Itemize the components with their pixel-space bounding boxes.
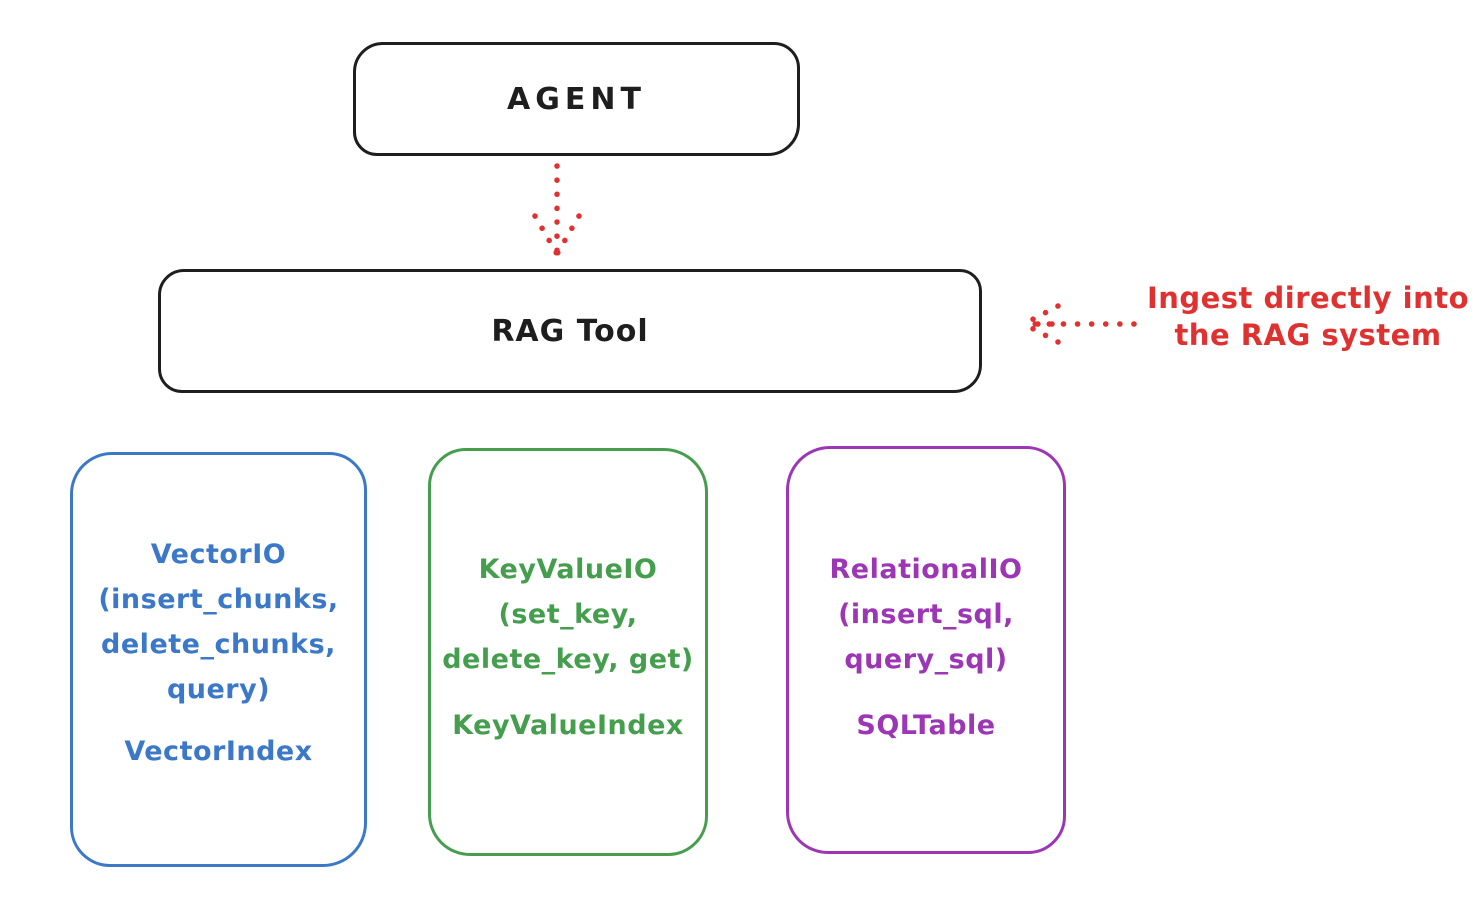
vector-io-line: VectorIO (150, 539, 287, 570)
relational-io-box: RelationalIO (insert_sql, query_sql) SQL… (786, 446, 1066, 854)
keyvalue-index-label: KeyValueIndex (452, 710, 684, 741)
keyvalue-io-description: KeyValueIO (set_key, delete_key, get) (442, 547, 694, 682)
sql-table-label: SQLTable (856, 710, 996, 741)
ingest-annotation-line1: Ingest directly into (1146, 281, 1470, 315)
relational-io-line: (insert_sql, (838, 599, 1014, 630)
relational-io-line: query_sql) (844, 644, 1008, 675)
agent-box: AGENT (353, 42, 800, 156)
keyvalue-io-line: KeyValueIO (478, 554, 658, 585)
rag-tool-box: RAG Tool (158, 269, 982, 393)
ingest-annotation: Ingest directly into the RAG system (1138, 280, 1478, 354)
vector-io-line: query) (166, 674, 271, 705)
keyvalue-io-box: KeyValueIO (set_key, delete_key, get) Ke… (428, 448, 708, 856)
dotted-arrow-left-icon (1021, 303, 1137, 345)
vector-io-description: VectorIO (insert_chunks, delete_chunks, … (98, 532, 338, 712)
dotted-arrow-down-icon (532, 163, 582, 259)
keyvalue-io-line: (set_key, (498, 599, 638, 630)
ingest-annotation-line2: the RAG system (1174, 318, 1442, 352)
vector-index-label: VectorIndex (124, 736, 313, 767)
vector-io-box: VectorIO (insert_chunks, delete_chunks, … (70, 452, 367, 867)
vector-io-line: (insert_chunks, (98, 584, 339, 615)
keyvalue-io-line: delete_key, get) (442, 644, 694, 675)
vector-io-line: delete_chunks, (101, 629, 336, 660)
agent-label: AGENT (507, 81, 646, 117)
relational-io-line: RelationalIO (829, 554, 1023, 585)
rag-tool-label: RAG Tool (491, 313, 649, 349)
relational-io-description: RelationalIO (insert_sql, query_sql) (830, 547, 1023, 682)
